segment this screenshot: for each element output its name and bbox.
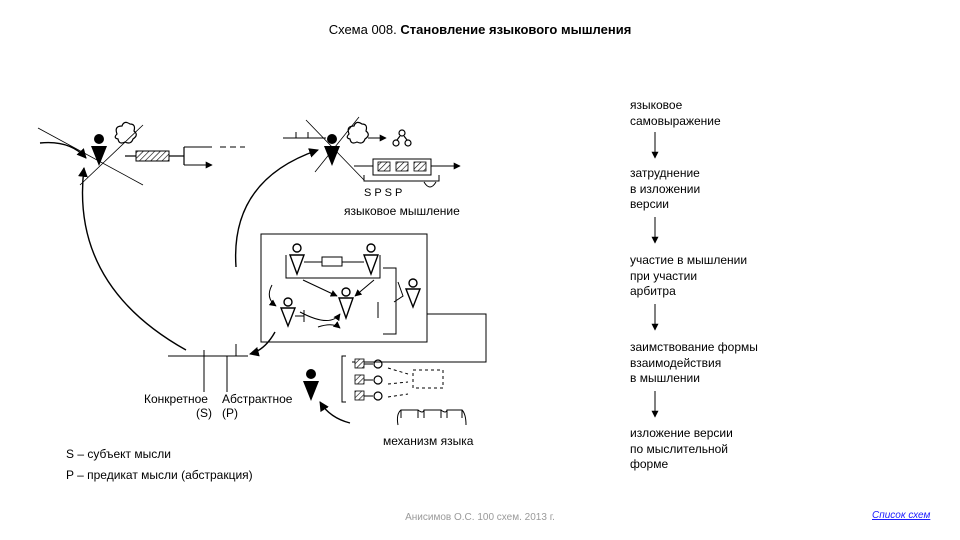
language-thinking-label: языковое мышление	[344, 204, 460, 218]
network-icon	[392, 129, 412, 147]
arrow-into-left-figure	[39, 141, 87, 159]
language-mechanism	[341, 355, 467, 426]
p-mark-label: (P)	[222, 406, 238, 420]
arrow-to-top-figure	[234, 148, 319, 268]
s-definition: S – субъект мысли	[66, 447, 171, 461]
concrete-label: Конкретное	[144, 392, 208, 406]
sp-row-label: S P S P	[364, 187, 403, 199]
language-mechanism-label: механизм языка	[383, 434, 474, 448]
p-definition: P – предикат мысли (абстракция)	[66, 468, 253, 482]
hatched-triple-bar	[354, 158, 461, 188]
thought-cloud-icon	[114, 121, 137, 144]
schemes-list-link[interactable]: Список схем	[872, 510, 931, 521]
hatched-bar-left	[125, 146, 245, 169]
s-mark-label: (S)	[196, 406, 212, 420]
arbiter-interaction-box	[260, 233, 428, 343]
subject-figure-left	[37, 124, 144, 186]
arrow-mind-to-left-figure	[78, 167, 187, 351]
title-prefix: Схема 008.	[328, 22, 397, 37]
footer-credit: Анисимов О.С. 100 схем. 2013 г.	[405, 512, 555, 523]
arrow-mechanism-to-box	[352, 313, 487, 363]
thought-cloud-icon-2	[346, 121, 369, 144]
page-title: Схема 008. Становление языкового мышлени…	[0, 22, 960, 37]
concrete-abstract-axis	[168, 344, 248, 392]
title-main: Становление языкового мышления	[400, 22, 632, 37]
arrow-box-to-axis	[249, 331, 276, 357]
subject-figure-middle	[283, 116, 365, 181]
subject-figure-bottom	[303, 369, 351, 424]
abstract-label: Абстрактное	[222, 392, 293, 406]
